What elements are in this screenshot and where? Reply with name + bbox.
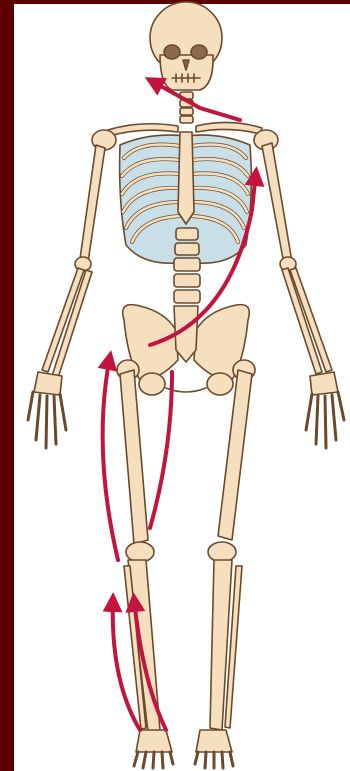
right-patella	[208, 542, 236, 562]
right-carpals	[310, 372, 338, 395]
left-carpals	[34, 372, 62, 395]
left-tarsals	[136, 730, 172, 752]
sternum	[178, 132, 194, 224]
left-patella	[126, 542, 154, 562]
right-tarsals	[196, 730, 232, 752]
lumbar-spine	[174, 228, 200, 303]
